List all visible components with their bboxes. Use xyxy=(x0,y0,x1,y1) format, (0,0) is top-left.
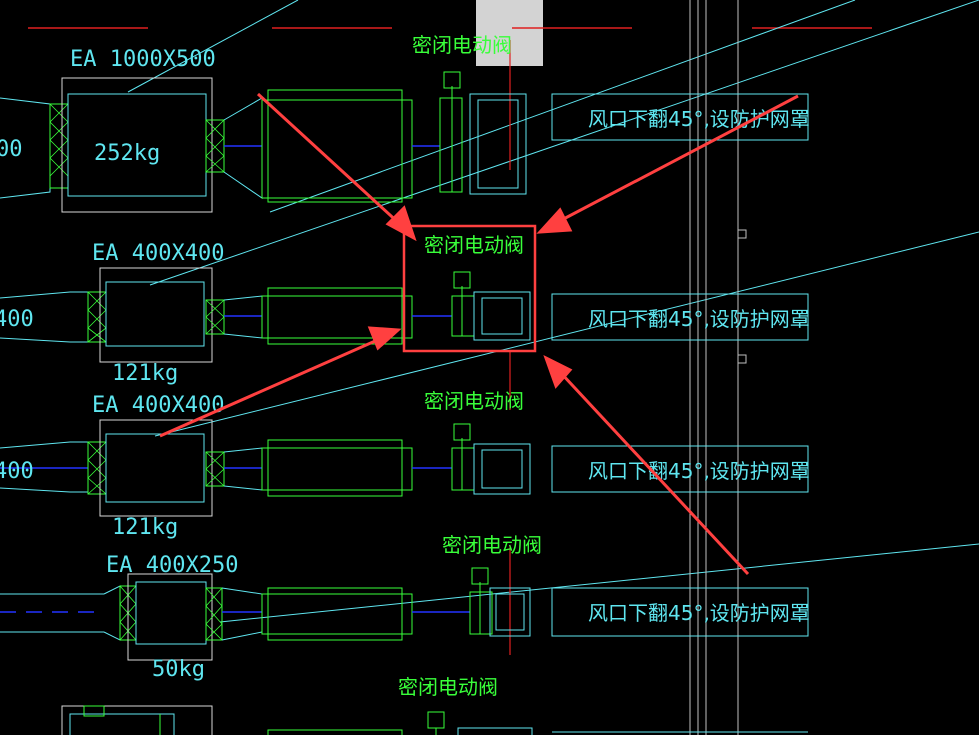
exhaust-unit-5-partial: 密闭电动阀 xyxy=(61,675,808,735)
unit-2-spec: EA 400X400 xyxy=(92,241,224,266)
highlight-box xyxy=(402,224,537,353)
outlet-note-1: 风口下翻45°,设防护网罩 xyxy=(588,107,810,131)
unit-1-duct-size: 00 xyxy=(0,137,23,162)
exhaust-unit-1: EA 1000X500 252kg 00 密闭电动阀 风口下翻45°,设防护网罩 xyxy=(0,33,810,213)
outlet-note-4: 风口下翻45°,设防护网罩 xyxy=(588,601,810,625)
valve-label-2: 密闭电动阀 xyxy=(424,233,524,257)
unit-3-spec: EA 400X400 xyxy=(92,393,224,418)
exhaust-unit-3: EA 400X400 121kg 400 密闭电动阀 风口下翻45°,设防护网罩 xyxy=(0,389,810,540)
unit-3-weight: 121kg xyxy=(112,515,178,540)
unit-4-weight: 50kg xyxy=(152,657,205,682)
exhaust-unit-2: EA 400X400 121kg 400 密闭电动阀 风口下翻45°,设防护网罩 xyxy=(0,233,810,386)
arrow-top-right xyxy=(553,94,799,226)
exhaust-unit-4: EA 400X250 50kg 密闭电动阀 风口下翻45°,设防护网罩 xyxy=(0,533,810,682)
arrow-bottom-right xyxy=(558,370,750,576)
arrow-top-left xyxy=(256,92,404,228)
arrow-left xyxy=(159,336,383,438)
unit-4-spec: EA 400X250 xyxy=(106,553,238,578)
highlight-annotation xyxy=(159,92,799,576)
unit-2-weight: 121kg xyxy=(112,361,178,386)
diagonal-reference-lines xyxy=(127,0,979,623)
red-arrows xyxy=(159,92,799,576)
valve-label-4: 密闭电动阀 xyxy=(442,533,542,557)
unit-1-spec: EA 1000X500 xyxy=(70,47,216,72)
vertical-guide-lines xyxy=(689,0,747,735)
outlet-note-3: 风口下翻45°,设防护网罩 xyxy=(588,459,810,483)
valve-label-5: 密闭电动阀 xyxy=(398,675,498,699)
unit-2-duct-size: 400 xyxy=(0,307,34,332)
unit-1-weight: 252kg xyxy=(94,141,160,166)
unit-3-duct-size: 400 xyxy=(0,459,34,484)
outlet-note-2: 风口下翻45°,设防护网罩 xyxy=(588,307,810,331)
valve-label-3: 密闭电动阀 xyxy=(424,389,524,413)
valve-label-1: 密闭电动阀 xyxy=(412,33,512,57)
